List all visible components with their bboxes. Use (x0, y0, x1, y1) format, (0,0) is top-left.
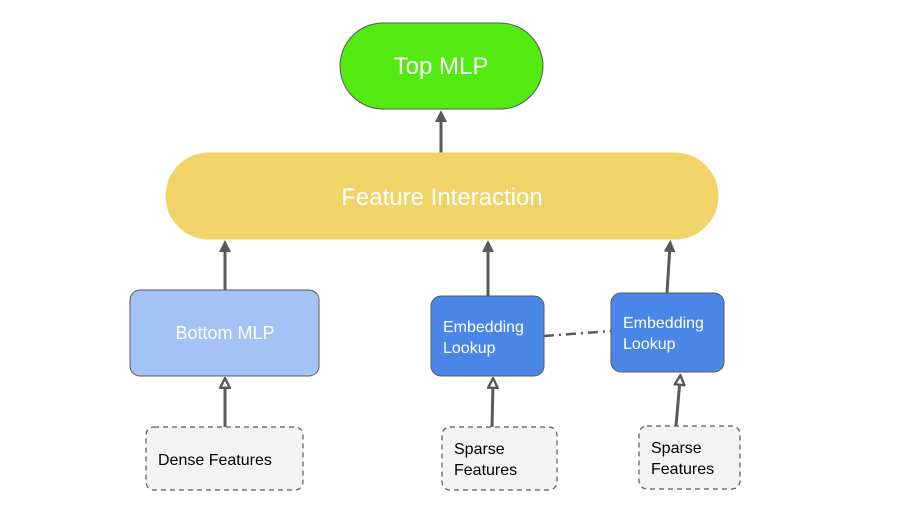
sparse-features-1-line1: Sparse (454, 441, 505, 458)
top-mlp-node: Top MLP (339, 22, 544, 110)
arrow-embedding2-to-interaction (663, 240, 676, 294)
sparse-features-node-1: Sparse Features (441, 426, 558, 491)
feature-interaction-node: Feature Interaction (165, 152, 719, 240)
embedding-lookup-node-1: Embedding Lookup (430, 295, 545, 377)
top-mlp-label: Top MLP (394, 53, 489, 80)
embedding-lookup-2-line2: Lookup (623, 336, 676, 353)
embedding-lookup-node-2: Embedding Lookup (610, 292, 725, 373)
dense-features-label: Dense Features (158, 452, 272, 469)
sparse-features-2-line2: Features (651, 461, 714, 478)
arrow-sparse2-to-embedding2 (676, 380, 680, 427)
embedding-lookup-2-line1: Embedding (623, 315, 704, 332)
arrow-sparse1-to-embedding1 (492, 383, 493, 428)
sparse-features-1-line2: Features (454, 462, 517, 479)
bottom-mlp-label: Bottom MLP (175, 323, 274, 343)
sparse-features-2-line1: Sparse (651, 440, 702, 457)
embedding-lookup-1-line2: Lookup (443, 340, 496, 357)
embedding-connector (543, 329, 612, 338)
dense-features-node: Dense Features (145, 426, 304, 491)
sparse-features-node-2: Sparse Features (638, 425, 741, 490)
feature-interaction-label: Feature Interaction (341, 184, 542, 211)
embedding-lookup-1-line1: Embedding (443, 319, 524, 336)
bottom-mlp-node: Bottom MLP (129, 289, 320, 377)
